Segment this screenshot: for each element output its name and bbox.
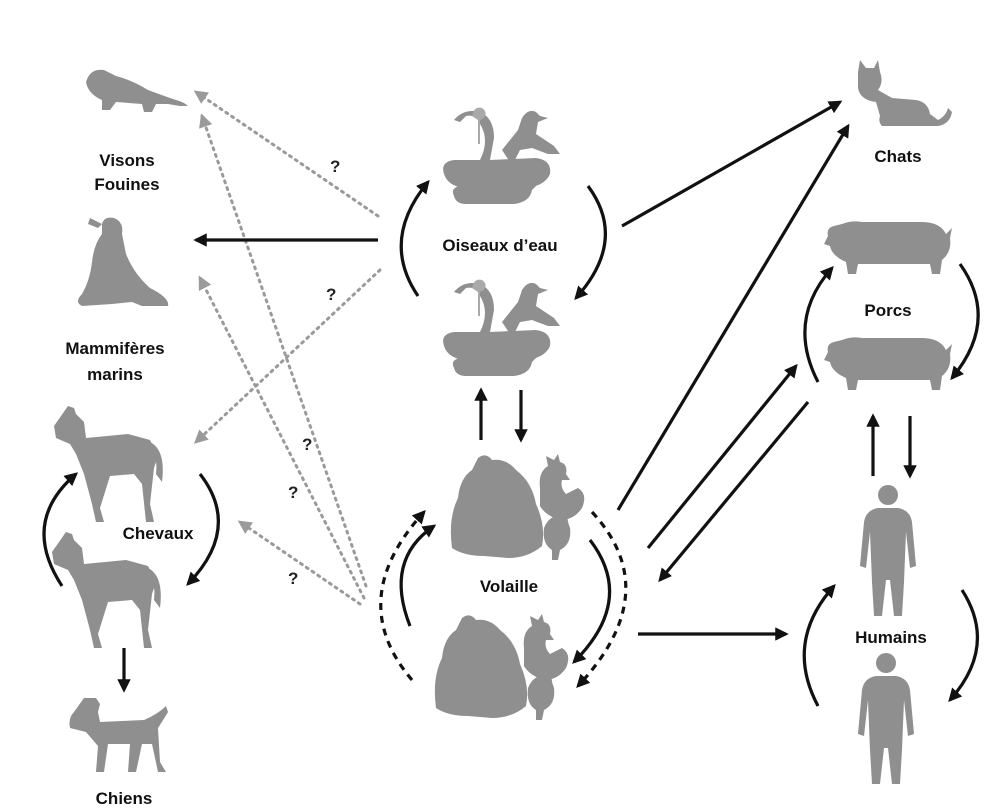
pig-icon-bottom xyxy=(824,337,952,390)
uncertain-arrow-poultry-to-sea-mammal xyxy=(198,275,366,600)
arrow-poultry-to-cat xyxy=(616,123,850,511)
label-chats: Chats xyxy=(874,147,921,166)
arrow-human-cycle-left xyxy=(802,583,836,707)
arrow-horse-cycle-right xyxy=(186,473,220,586)
uncertain-arrow-waterfowl-to-mink xyxy=(193,90,380,218)
label-mammiferes: Mammifères xyxy=(65,339,164,358)
label-visons: Visons xyxy=(99,151,154,170)
uncertain-arrow-poultry-to-mink xyxy=(199,113,368,588)
waterfowl-icon-top xyxy=(443,107,560,204)
uncertain-mark-1: ? xyxy=(330,157,340,176)
arrow-waterfowl-cycle-right xyxy=(574,185,607,301)
label-humains: Humains xyxy=(855,628,927,647)
arrow-pig-to-poultry xyxy=(658,400,810,583)
uncertain-mark-4: ? xyxy=(288,483,298,502)
arrow-poultry-cycle-right-dashed xyxy=(576,510,628,688)
waterfowl-icon-bottom xyxy=(443,279,560,376)
label-porcs: Porcs xyxy=(864,301,911,320)
human-icon-top xyxy=(860,485,916,616)
arrow-human-cycle-right xyxy=(948,589,980,703)
uncertain-arrow-poultry-to-horse xyxy=(237,520,362,606)
horse-icon-bottom xyxy=(52,532,161,648)
uncertain-arrow-waterfowl-to-horse xyxy=(193,268,382,444)
dog-icon xyxy=(69,698,168,772)
arrow-waterfowl-cycle-left xyxy=(399,179,430,297)
human-icon-bottom xyxy=(858,653,914,784)
horse-icon-top xyxy=(54,406,163,522)
arrow-poultry-cycle-right xyxy=(572,539,612,664)
label-fouines: Fouines xyxy=(94,175,159,194)
label-volaille: Volaille xyxy=(480,577,538,596)
label-oiseaux: Oiseaux d’eau xyxy=(442,236,557,255)
uncertain-mark-2: ? xyxy=(326,285,336,304)
pig-icon-top xyxy=(824,221,952,274)
label-marins: marins xyxy=(87,365,143,384)
arrow-poultry-cycle-left-dashed xyxy=(379,510,426,682)
arrow-pig-cycle-left xyxy=(803,265,834,383)
arrow-pig-cycle-right xyxy=(950,263,980,381)
arrow-horse-cycle-left xyxy=(42,472,79,587)
arrow-poultry-cycle-left xyxy=(399,524,437,627)
sea-lion-icon xyxy=(78,217,169,306)
label-chiens: Chiens xyxy=(96,789,153,808)
uncertain-mark-5: ? xyxy=(288,569,298,588)
mink-icon xyxy=(86,69,188,112)
poultry-icon-bottom xyxy=(434,614,569,720)
uncertain-mark-3: ? xyxy=(302,435,312,454)
cat-icon xyxy=(858,60,952,126)
arrow-poultry-to-pig xyxy=(646,363,798,550)
poultry-icon-top xyxy=(450,454,585,560)
arrow-waterfowl-to-cat xyxy=(621,100,843,228)
label-chevaux: Chevaux xyxy=(123,524,194,543)
